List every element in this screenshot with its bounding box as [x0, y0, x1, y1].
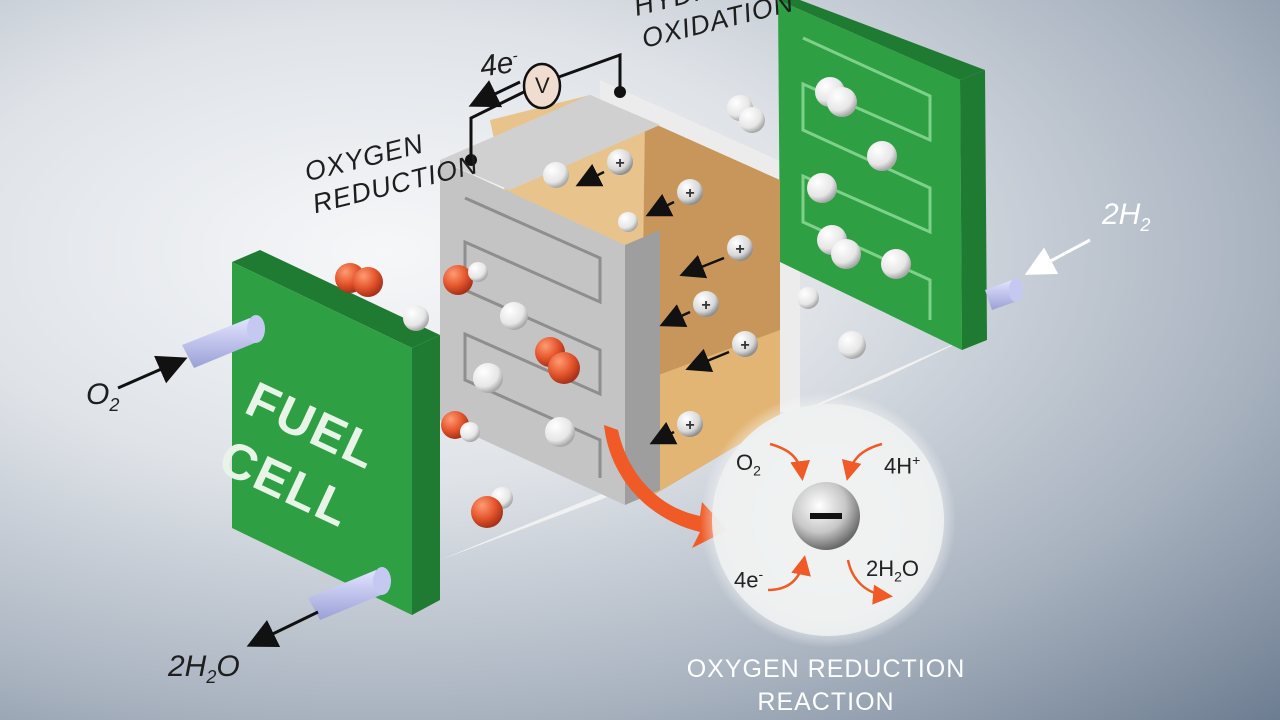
water-out-arrow [246, 610, 319, 648]
external-circuit [469, 52, 622, 160]
orr-protons-label: 4H+ [884, 452, 921, 479]
hydrogen-in-arrow [1024, 238, 1091, 275]
cathode-block-top [440, 95, 660, 190]
anode-plate-side [778, 0, 985, 80]
water-molecules [403, 302, 575, 528]
svg-text:+: + [701, 297, 710, 314]
water-outlet-tube [308, 567, 391, 620]
cathode-flow-channel [463, 196, 602, 478]
voltmeter-icon [522, 62, 562, 110]
circuit-node-left [465, 154, 477, 166]
proton-icon: + [727, 235, 753, 261]
proton-icon: + [677, 179, 703, 205]
svg-text:+: + [615, 155, 624, 172]
proton-icon: + [693, 291, 719, 317]
membrane-lower [645, 330, 780, 500]
orr-oxygen-label: O2 [736, 450, 761, 479]
svg-text:+: + [735, 241, 744, 258]
fuel-cell-plate-edge [412, 335, 440, 615]
orr-water-label: 2H2O [866, 556, 920, 585]
anode-plate-edge [960, 70, 987, 350]
circuit-node-right [614, 86, 626, 98]
proton-flow: + + + + + + [575, 149, 758, 445]
hydrogen-molecules [543, 77, 911, 359]
orr-arrows [767, 442, 893, 605]
oxygen-inlet-label: O2 [86, 378, 120, 415]
voltmeter-label: V [535, 73, 550, 98]
hydrogen-inlet-tube [985, 278, 1023, 310]
orr-electrons-label: 4e- [734, 566, 764, 593]
svg-text:+: + [740, 337, 749, 354]
oxygen-inlet-tube [182, 315, 265, 368]
fuel-cell-plate-top [232, 250, 440, 348]
proton-icon: + [607, 149, 633, 175]
electron-minus [810, 513, 842, 519]
cathode-block-front [440, 160, 625, 505]
oxygen-in-arrow [117, 355, 188, 390]
water-outlet-label: 2H2O [168, 650, 240, 687]
proton-icon: + [677, 411, 703, 437]
oxygen-molecules [335, 262, 580, 442]
proton-icon: + [732, 331, 758, 357]
hydrogen-inlet-label: 2H2 [1102, 198, 1151, 235]
electrons-label: 4e- [477, 46, 519, 84]
electron-flow-arrow [468, 80, 521, 108]
fuel-cell-plate [232, 262, 412, 615]
zoom-arrow [604, 425, 728, 548]
orr-caption: OXYGEN REDUCTION REACTION [686, 655, 966, 716]
svg-text:+: + [685, 417, 694, 434]
svg-text:+: + [685, 185, 694, 202]
